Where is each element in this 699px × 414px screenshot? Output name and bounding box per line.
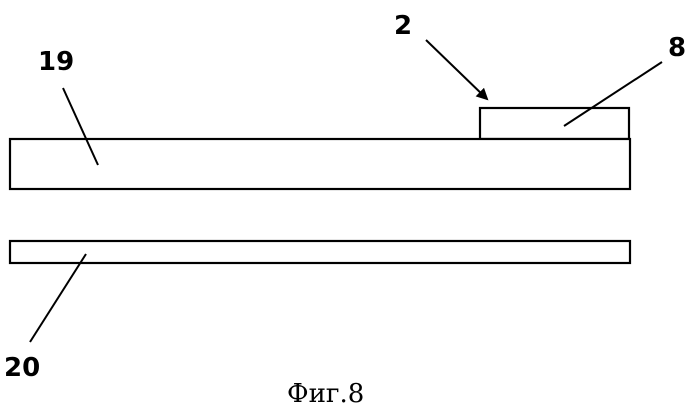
label-8: 8	[668, 33, 686, 63]
label-2: 2	[394, 11, 412, 41]
label-19: 19	[38, 47, 74, 77]
part-20-strip	[10, 241, 630, 263]
leader-line-20	[30, 254, 86, 342]
leader-arrow-2	[426, 40, 487, 99]
figure-caption: Фиг.8	[287, 379, 364, 409]
part-8-block	[480, 108, 629, 139]
label-20: 20	[4, 353, 40, 383]
part-19-plate	[10, 139, 630, 189]
